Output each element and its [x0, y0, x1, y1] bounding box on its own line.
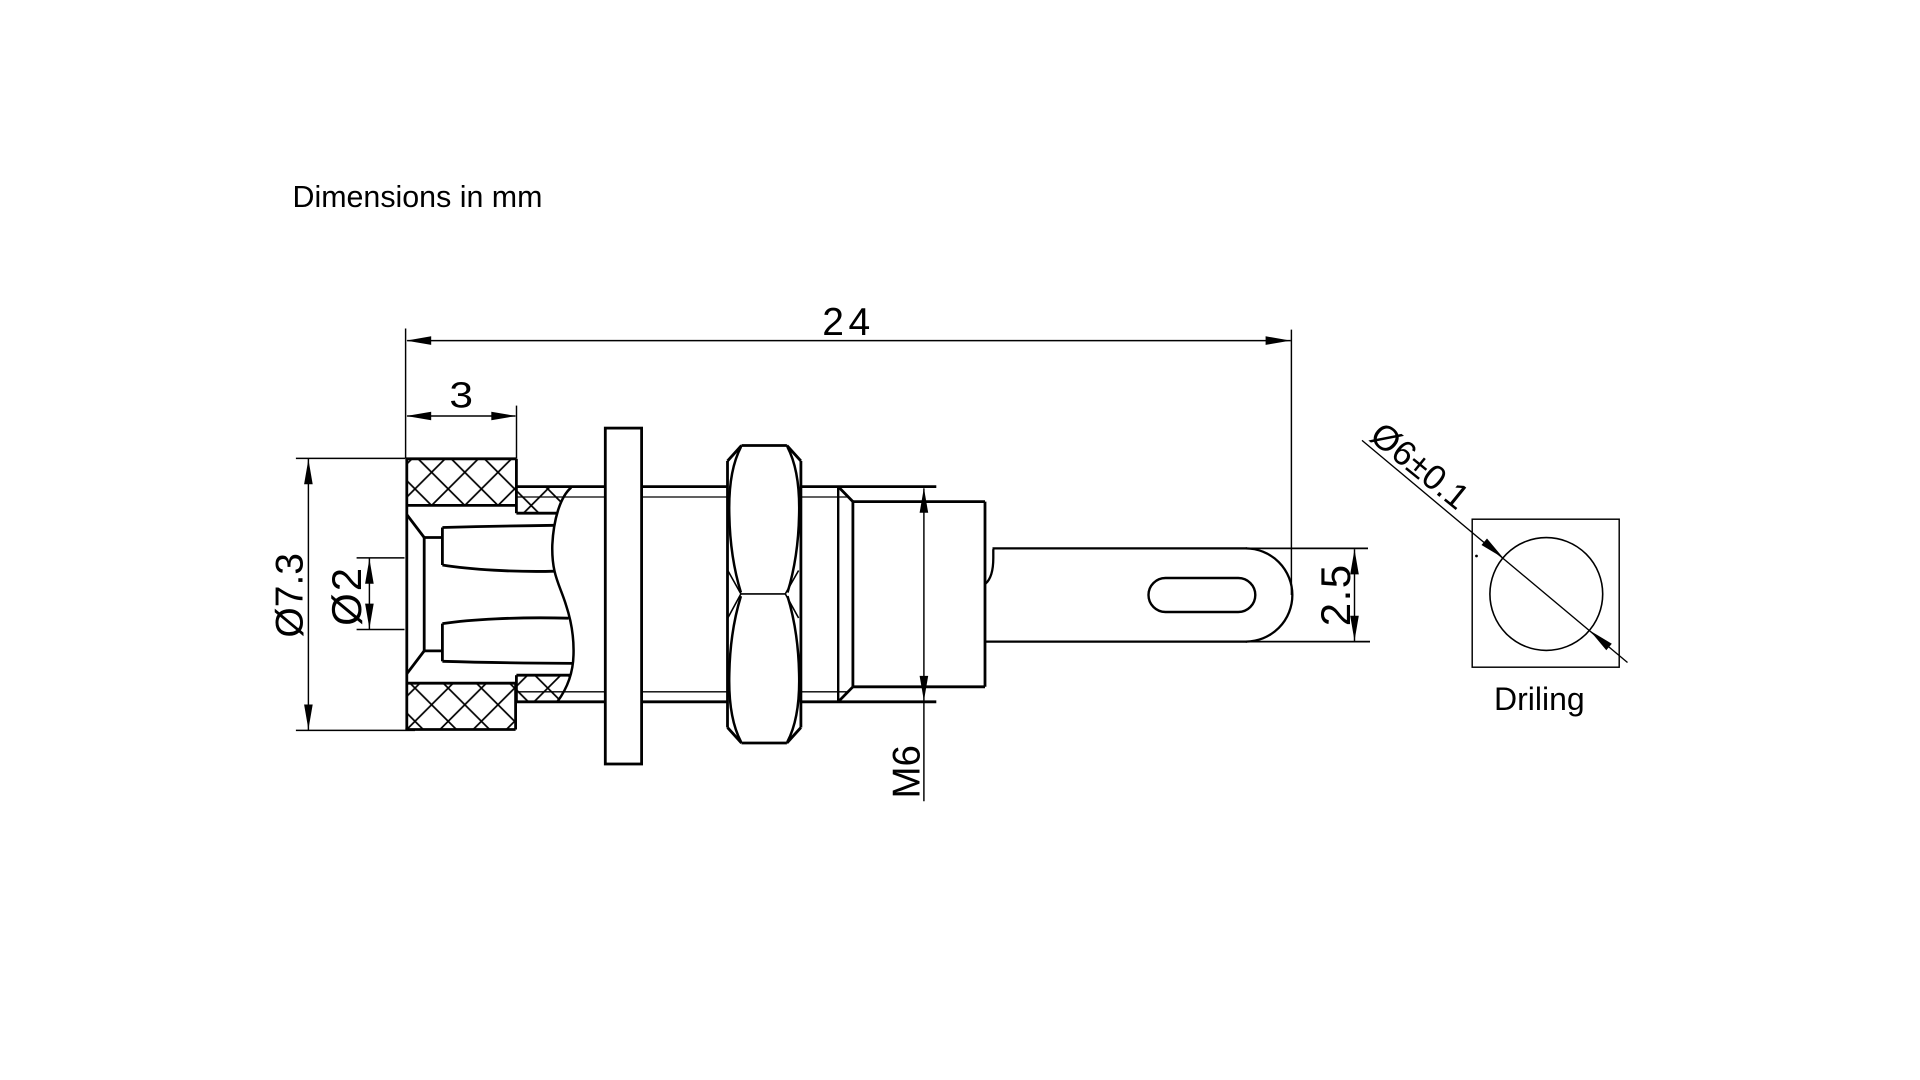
svg-text:2.5: 2.5	[1312, 563, 1359, 626]
svg-text:Driling: Driling	[1494, 681, 1585, 717]
svg-text:M6: M6	[886, 745, 929, 798]
svg-text:Dimensions in mm: Dimensions in mm	[293, 180, 543, 214]
svg-text:24: 24	[822, 301, 874, 344]
svg-text:Ø7.3: Ø7.3	[268, 553, 311, 638]
svg-text:Ø2: Ø2	[323, 566, 370, 626]
svg-text:3: 3	[449, 376, 473, 416]
